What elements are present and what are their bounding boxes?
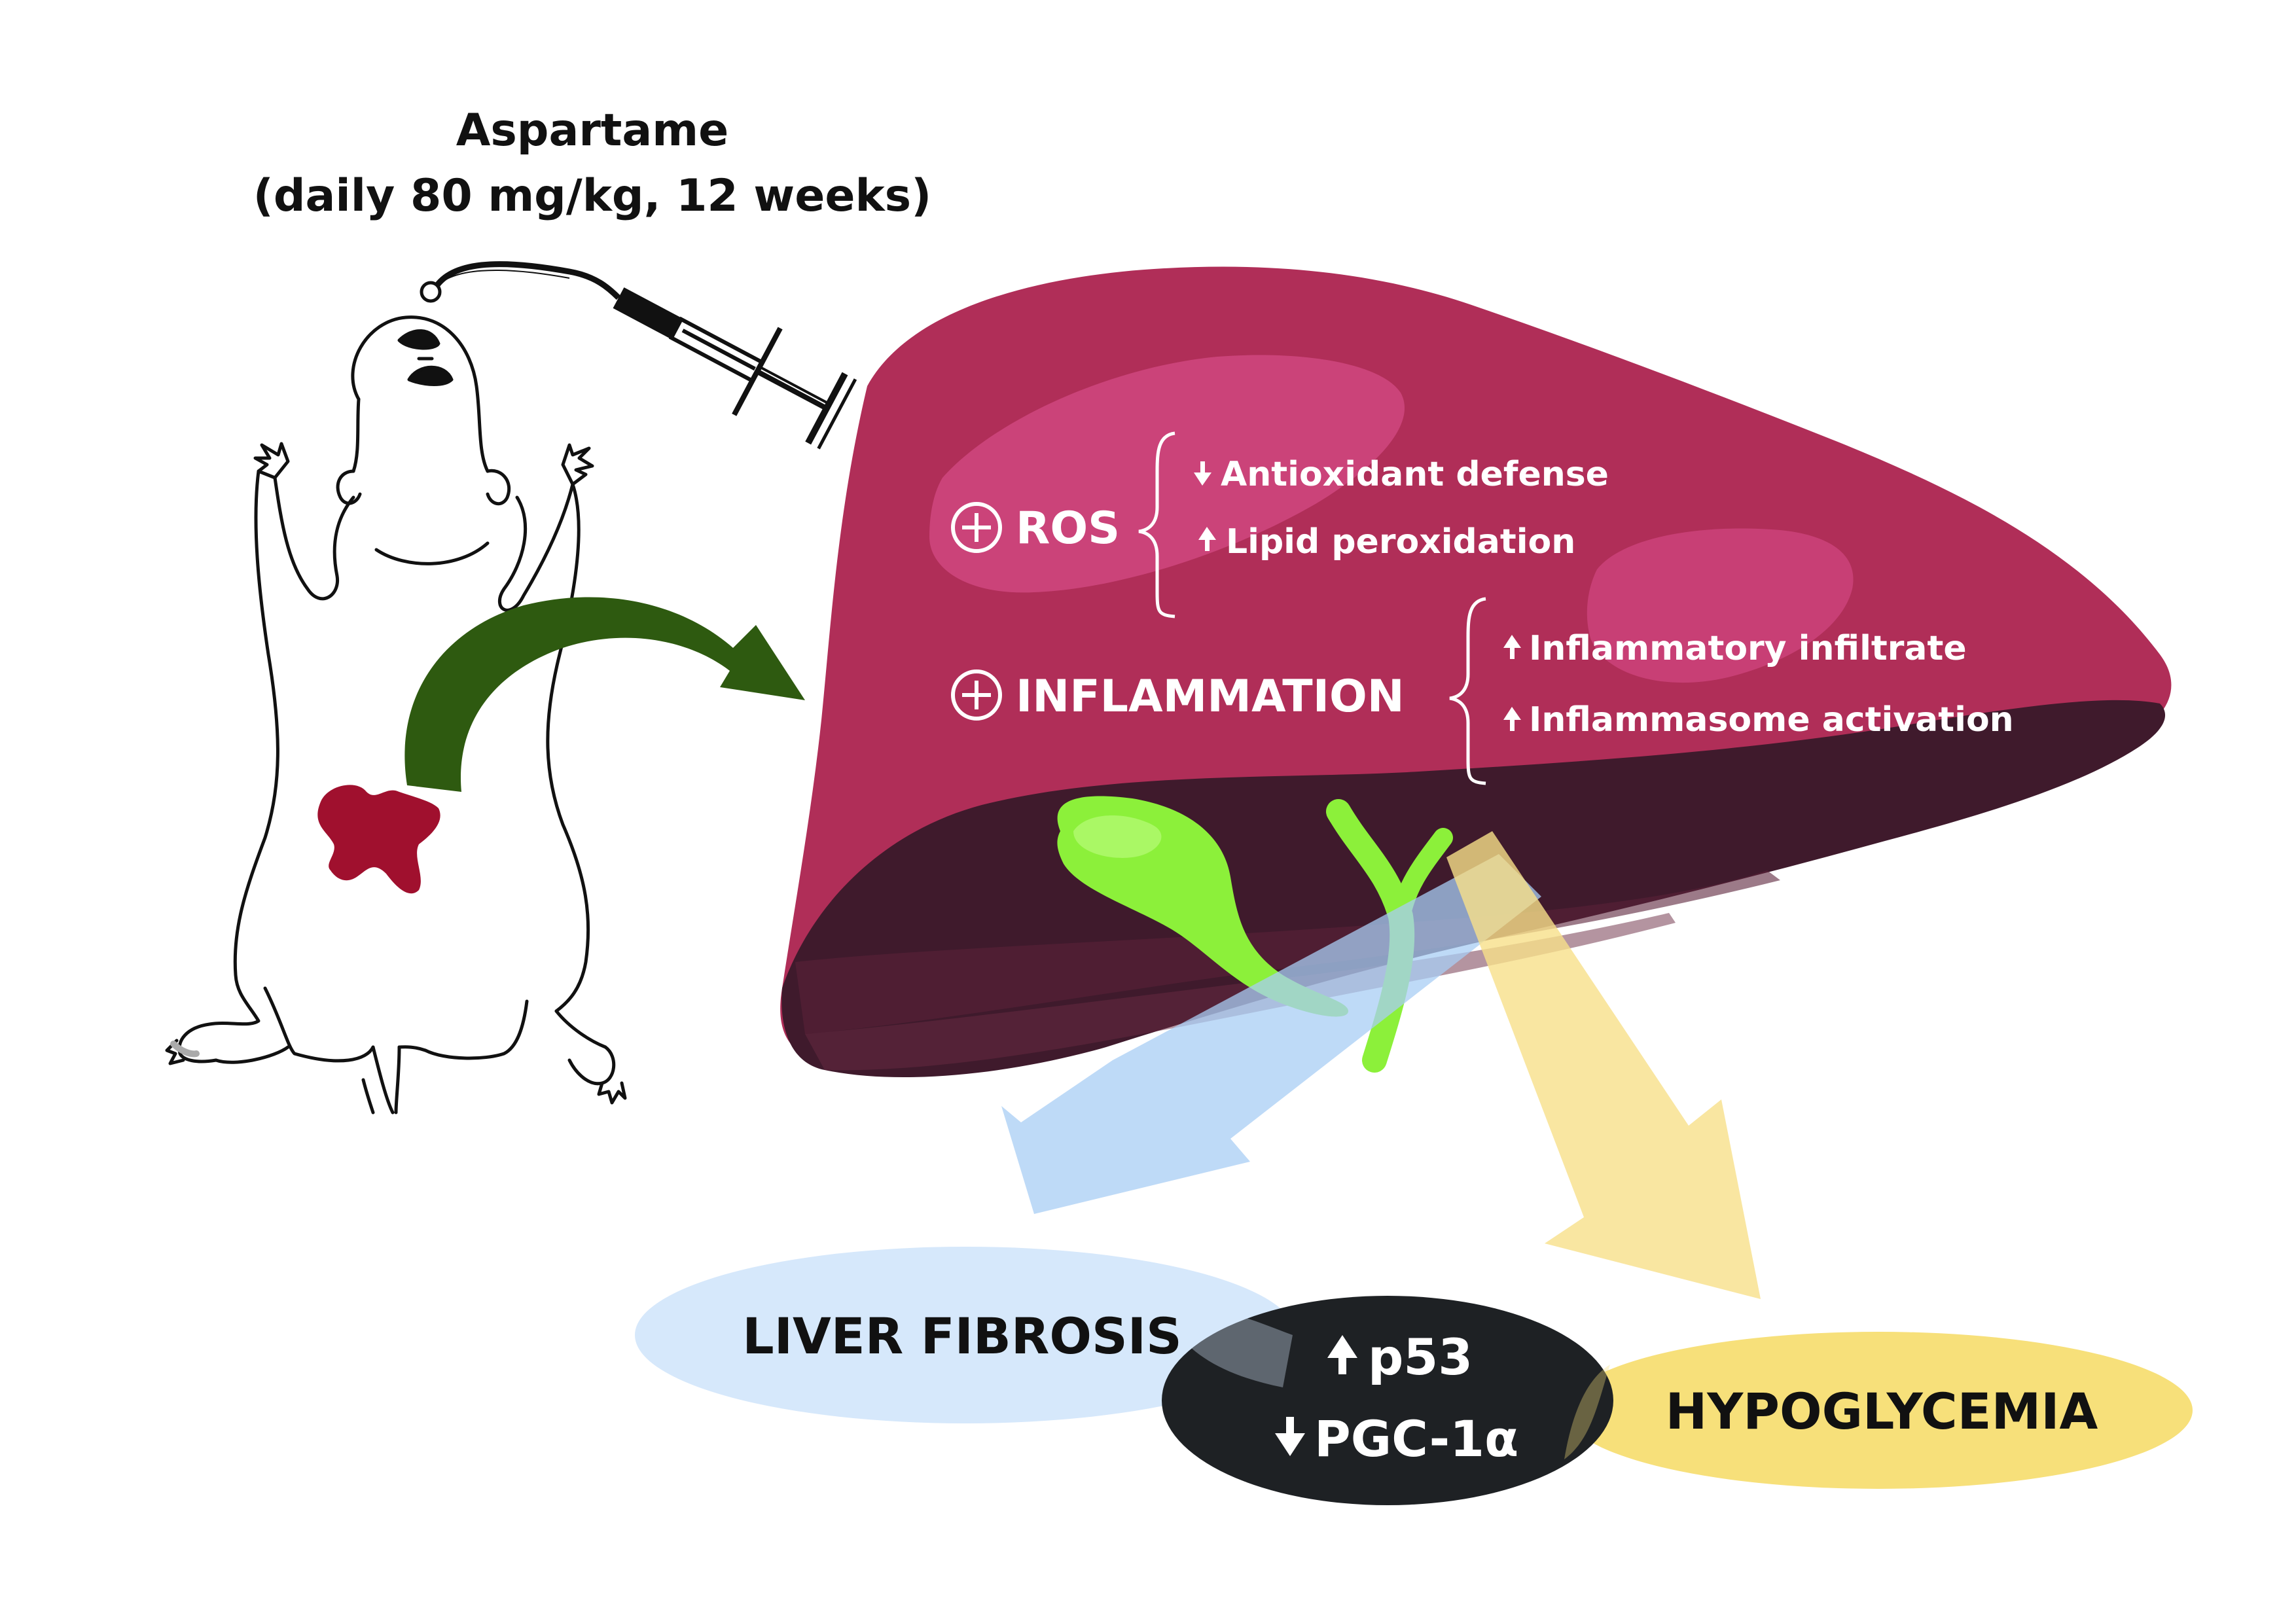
plus-circle-icon [951,502,1002,553]
plus-circle-icon [951,669,1002,721]
fibrosis-ellipse [635,1247,1296,1423]
inflammation-block: INFLAMMATION Inflammatory infiltrate Inf… [951,597,2014,785]
ros-block: ROS Antioxidant defense Lipid peroxidati… [951,431,1609,618]
title-line-1: Aspartame [456,105,729,156]
rat-icon [165,315,627,1115]
ros-label: ROS [1016,503,1120,554]
hypoglycemia-ellipse [1564,1332,2193,1489]
ros-brace [1138,431,1175,618]
fibrosis-label: LIVER FIBROSIS [742,1307,1181,1365]
blue-arrow-to-fibrosis [1001,854,1541,1214]
arrow-up-icon [1198,527,1216,551]
rat-liver-icon [317,785,440,894]
inflammation-item-1: Inflammatory infiltrate [1529,629,1967,668]
hypoglycemia-label: HYPOGLYCEMIA [1666,1382,2098,1440]
yellow-arrow-to-hypoglycemia [1446,831,1761,1299]
inflammation-item-2: Inflammasome activation [1529,700,2014,740]
arrow-down-icon [1275,1417,1305,1456]
liver-illustration [780,266,2172,1078]
syringe-icon [420,261,857,450]
arrow-up-icon [1503,635,1521,659]
green-curved-arrow [404,597,805,792]
ros-item-2: Lipid peroxidation [1226,522,1575,562]
arrow-up-icon [1327,1335,1357,1374]
center-item-pgc1a: PGC-1α [1314,1410,1518,1468]
center-item-p53: p53 [1368,1328,1473,1386]
inflammation-brace [1449,597,1486,785]
center-ellipse [1162,1296,1613,1505]
title-line-2: (daily 80 mg/kg, 12 weeks) [253,170,931,222]
arrow-up-icon [1503,707,1521,731]
inflammation-label: INFLAMMATION [1016,671,1405,722]
ros-item-1: Antioxidant defense [1221,455,1609,494]
arrow-down-icon [1194,461,1211,486]
